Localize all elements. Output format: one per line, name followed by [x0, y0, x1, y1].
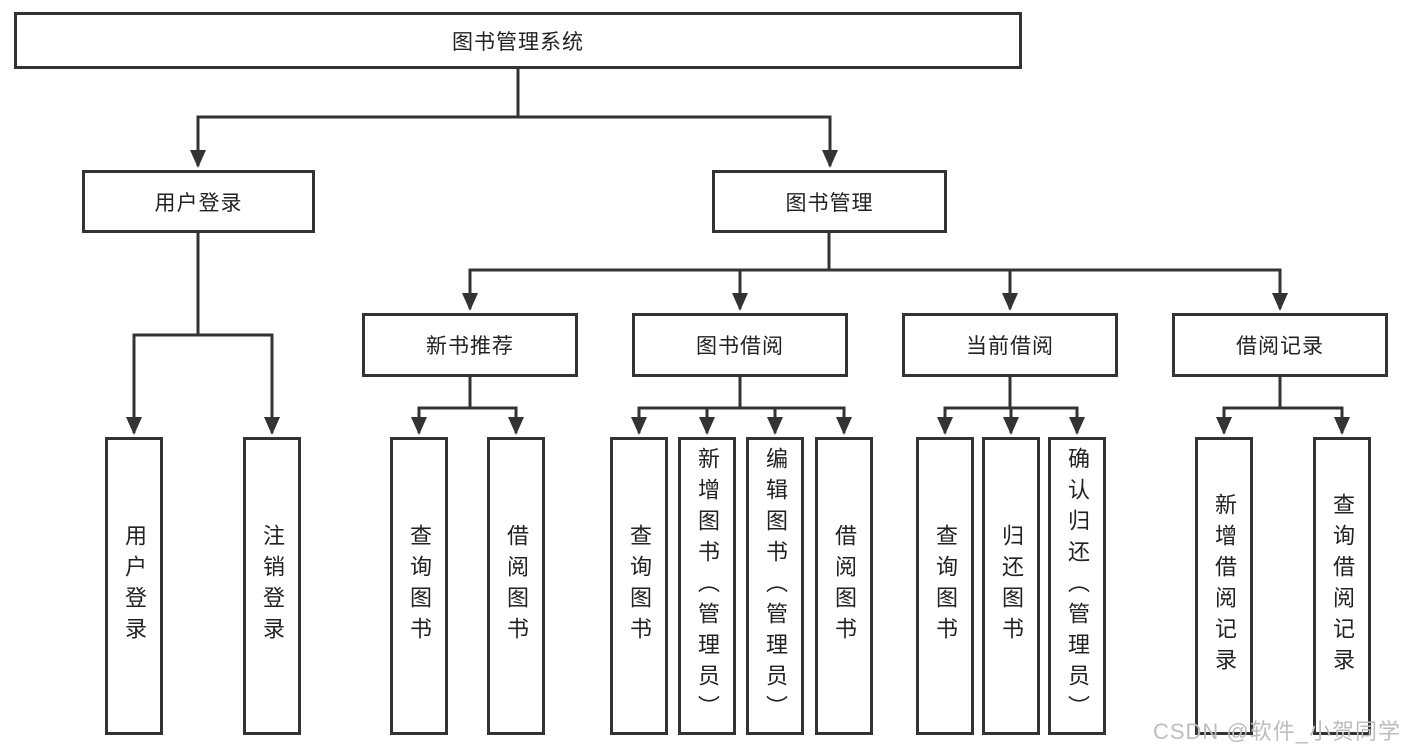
leaf-label: 新增借阅记录 [1212, 493, 1237, 679]
node-label: 图书管理 [785, 191, 874, 215]
leaf-label: 查询图书 [407, 524, 432, 648]
leaf-confirm-return-admin: 确认归还（管理员） [1048, 437, 1106, 735]
node-new-book-recommendation: 新书推荐 [362, 313, 578, 377]
node-label: 当前借阅 [966, 335, 1054, 358]
leaf-borrow-books: 借阅图书 [815, 437, 873, 735]
leaf-edit-books-admin: 编辑图书（管理员） [746, 437, 804, 735]
leaf-label: 用户登录 [122, 524, 147, 648]
node-label: 图书借阅 [696, 335, 784, 358]
node-label: 借阅记录 [1236, 335, 1324, 358]
leaf-query-books-recommend: 查询图书 [390, 437, 448, 735]
leaf-label: 归还图书 [999, 524, 1024, 648]
leaf-label: 编辑图书（管理员） [763, 446, 788, 726]
leaf-label: 确认归还（管理员） [1065, 446, 1090, 726]
node-label: 用户登录 [154, 191, 243, 215]
leaf-label: 注销登录 [260, 524, 285, 648]
leaf-logout: 注销登录 [243, 437, 301, 735]
node-book-management-branch: 图书管理 [712, 170, 947, 233]
leaf-label: 查询图书 [627, 524, 652, 648]
node-label: 新书推荐 [426, 335, 514, 358]
node-label: 图书管理系统 [452, 30, 584, 54]
node-library-management-system: 图书管理系统 [14, 12, 1022, 69]
node-book-borrowing: 图书借阅 [632, 313, 848, 377]
node-borrowing-records: 借阅记录 [1172, 313, 1388, 377]
leaf-user-login: 用户登录 [105, 437, 163, 735]
node-current-borrowing: 当前借阅 [902, 313, 1118, 377]
leaf-add-books-admin: 新增图书（管理员） [678, 437, 736, 735]
csdn-watermark: CSDN @软件_小贺同学 [1152, 719, 1401, 744]
leaf-label: 借阅图书 [504, 524, 529, 648]
leaf-query-books-borrowing: 查询图书 [610, 437, 668, 735]
leaf-query-borrow-record: 查询借阅记录 [1313, 437, 1371, 735]
leaf-label: 查询图书 [933, 524, 958, 648]
leaf-label: 借阅图书 [832, 524, 857, 648]
leaf-borrow-books-recommend: 借阅图书 [487, 437, 545, 735]
node-user-login-branch: 用户登录 [82, 170, 315, 233]
leaf-label: 查询借阅记录 [1330, 493, 1355, 679]
leaf-query-books-current: 查询图书 [916, 437, 974, 735]
leaf-add-borrow-record: 新增借阅记录 [1195, 437, 1253, 735]
leaf-return-books: 归还图书 [982, 437, 1040, 735]
leaf-label: 新增图书（管理员） [695, 446, 720, 726]
